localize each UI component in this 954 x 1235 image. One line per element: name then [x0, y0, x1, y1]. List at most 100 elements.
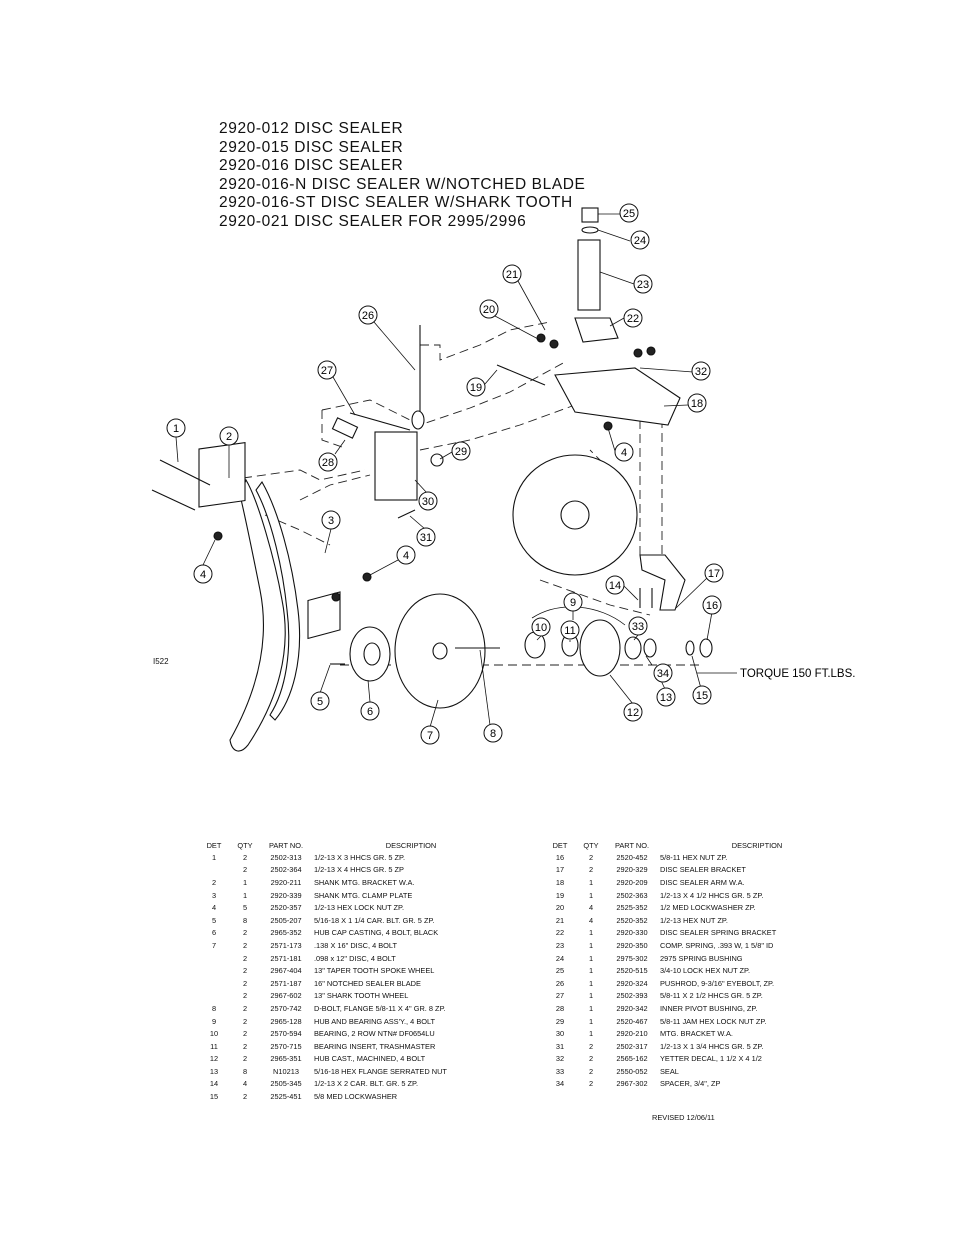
callout: 34 [653, 663, 673, 683]
cell-part-no: 2520-352 [616, 915, 648, 925]
cell-det: 32 [555, 1054, 565, 1064]
cell-det: 13 [209, 1066, 219, 1076]
cell-description: BEARING INSERT, TRASHMASTER [314, 1041, 436, 1051]
cell-description: 1/2-13 X 2 CAR. BLT. GR. 5 ZP. [314, 1079, 419, 1089]
cell-description: DISC SEALER SPRING BRACKET [660, 928, 777, 938]
cell-description: 1/2-13 X 3 HHCS GR. 5 ZP. [314, 852, 406, 862]
table-header-row: DET QTY PART NO. DESCRIPTION [199, 839, 511, 851]
cell-part-no: 2975-302 [616, 953, 648, 963]
cell-qty: 8 [242, 1066, 248, 1076]
figure-label: I522 [153, 657, 169, 666]
callout: 11 [560, 620, 580, 640]
header-qty: QTY [237, 840, 253, 850]
cell-det [199, 864, 229, 877]
cell-qty: 2 [588, 1066, 594, 1076]
spring-bracket [574, 317, 619, 343]
cell-description: MTG. BRACKET W.A. [660, 1029, 733, 1039]
cell-description: 5/8-11 X 2 1/2 HHCS GR. 5 ZP. [660, 991, 763, 1001]
callout: 10 [531, 617, 551, 637]
cell-description: SEAL [660, 1066, 679, 1076]
cell-part-no: 2505-345 [270, 1079, 302, 1089]
callout: 18 [687, 393, 707, 413]
bolt-1b [151, 489, 196, 511]
callout-number: 15 [696, 690, 708, 702]
cell-qty: 2 [242, 865, 248, 875]
callout: 30 [418, 491, 438, 511]
callout: 22 [623, 308, 643, 328]
cell-det: 23 [555, 940, 565, 950]
callout: 27 [317, 360, 337, 380]
cell-description: 5/16-18 X 1 1/4 CAR. BLT. GR. 5 ZP. [314, 915, 435, 925]
cell-det: 10 [209, 1029, 219, 1039]
callout-number: 19 [470, 382, 482, 394]
cell-det: 16 [555, 852, 565, 862]
cell-qty: 2 [242, 1041, 248, 1051]
shank-mount-group [151, 441, 372, 752]
cell-part-no: 2520-452 [616, 852, 648, 862]
cell-qty: 2 [588, 1041, 594, 1051]
cell-qty: 4 [588, 915, 594, 925]
callout: 2 [219, 426, 239, 446]
callout: 26 [358, 305, 378, 325]
disc-sealer-bracket [639, 554, 686, 611]
callout: 16 [702, 595, 722, 615]
cell-part-no: 2502-364 [270, 865, 302, 875]
cell-det: 31 [555, 1041, 565, 1051]
cell-part-no: 2965-352 [270, 928, 302, 938]
lock-nut [331, 592, 341, 602]
callout: 12 [623, 702, 643, 722]
cell-qty: 2 [242, 928, 248, 938]
assembly-title: 2920-016-ST DISC SEALER W/SHARK TOOTH [219, 194, 573, 212]
pivot-bushing [331, 417, 359, 439]
cell-qty: 1 [242, 877, 248, 887]
callout: 14 [605, 575, 625, 595]
cell-part-no: 2920-339 [270, 890, 302, 900]
callout: 4 [396, 545, 416, 565]
jam-nut [430, 453, 444, 467]
callout-number: 8 [490, 728, 496, 740]
cell-det: 27 [555, 991, 565, 1001]
callout: 13 [656, 687, 676, 707]
pivot-bolt [349, 412, 411, 431]
callout: 33 [628, 616, 648, 636]
cell-det: 34 [555, 1079, 565, 1089]
cell-part-no: 2571-181 [270, 953, 302, 963]
cell-det: 7 [211, 940, 217, 950]
cell-part-no: 2920-210 [616, 1029, 648, 1039]
cell-qty: 5 [242, 903, 248, 913]
lock-nut [603, 421, 613, 431]
cell-description: HUB AND BEARING ASS'Y., 4 BOLT [314, 1016, 436, 1026]
callout: 21 [502, 264, 522, 284]
hub-cap-center [363, 642, 381, 666]
cell-det: 22 [555, 928, 565, 938]
cell-qty: 2 [242, 953, 248, 963]
callout: 7 [420, 725, 440, 745]
shank-mtg-bracket [198, 441, 246, 508]
revision-date: REVISED 12/06/11 [652, 1113, 715, 1122]
callout: 17 [704, 563, 724, 583]
cell-description: 2975 SPRING BUSHING [660, 953, 743, 963]
cell-part-no: 2920-329 [616, 865, 648, 875]
